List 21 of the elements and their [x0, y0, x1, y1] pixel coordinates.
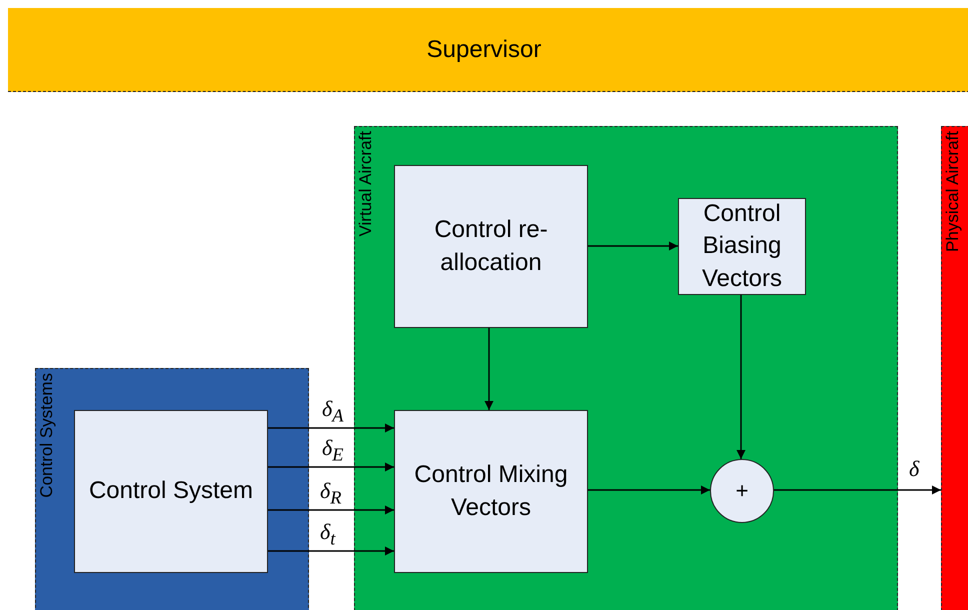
edge-label: δ$_{t}$ — [319, 521, 336, 548]
group-title: Control Systems — [37, 373, 57, 498]
arrow — [268, 424, 394, 432]
arrow — [588, 242, 678, 250]
arrow — [484, 328, 494, 410]
arrow — [588, 486, 710, 494]
group-panel — [35, 368, 309, 610]
arrow — [268, 546, 394, 556]
group-title: Physical Aircraft — [943, 131, 963, 252]
arrow — [774, 486, 941, 494]
group-title: Virtual Aircraft — [356, 131, 376, 237]
process-box: Control System — [74, 410, 268, 573]
arrow — [268, 462, 394, 472]
process-box: Control Biasing Vectors — [678, 198, 806, 295]
process-box: Control Mixing Vectors — [394, 410, 588, 573]
arrow — [268, 506, 394, 514]
process-box: Control re-allocation — [394, 165, 588, 328]
supervisor-band: Supervisor — [8, 8, 968, 92]
summing-junction: + — [710, 459, 774, 523]
group-panel — [354, 126, 898, 610]
arrow — [736, 295, 746, 459]
